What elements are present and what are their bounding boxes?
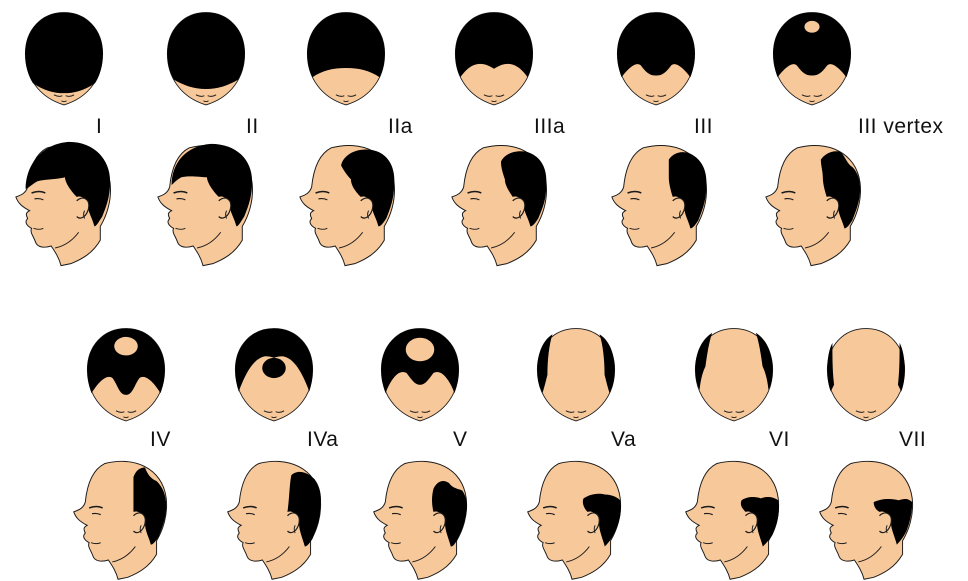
top-view-head-1 xyxy=(22,10,106,107)
stage-label-3: IIa xyxy=(388,116,413,137)
side-view-head-10 xyxy=(520,454,626,581)
stage-label-12: VII xyxy=(899,429,926,450)
top-view-head-4 xyxy=(452,10,536,107)
side-view-head-6 xyxy=(758,138,866,268)
side-view-head-7 xyxy=(66,454,172,581)
stage-label-9: V xyxy=(453,429,468,450)
side-view-head-11 xyxy=(678,454,784,581)
stage-label-11: VI xyxy=(769,429,790,450)
stage-label-6: III vertex xyxy=(858,116,944,137)
stage-label-10: Va xyxy=(611,429,636,450)
top-view-head-2 xyxy=(164,10,248,107)
top-view-head-10 xyxy=(534,326,618,423)
stage-label-4: IIIa xyxy=(534,116,565,137)
top-view-head-9 xyxy=(378,326,462,423)
side-view-head-3 xyxy=(292,138,400,268)
top-view-head-3 xyxy=(304,10,388,107)
side-view-head-4 xyxy=(444,138,552,268)
side-view-head-8 xyxy=(220,454,326,581)
side-view-head-12 xyxy=(812,454,918,581)
side-view-head-2 xyxy=(150,138,258,268)
top-view-head-7 xyxy=(84,326,168,423)
top-view-head-5 xyxy=(614,10,698,107)
top-view-head-6 xyxy=(770,10,854,107)
stage-label-8: IVa xyxy=(307,429,338,450)
stage-label-5: III xyxy=(694,116,713,137)
stage-label-2: II xyxy=(246,116,259,137)
top-view-head-12 xyxy=(824,326,908,423)
stage-label-7: IV xyxy=(150,429,171,450)
side-view-head-9 xyxy=(366,454,472,581)
top-view-head-11 xyxy=(692,326,776,423)
side-view-head-1 xyxy=(8,138,116,268)
side-view-head-5 xyxy=(604,138,712,268)
top-view-head-8 xyxy=(232,326,316,423)
stage-label-1: I xyxy=(96,116,102,137)
